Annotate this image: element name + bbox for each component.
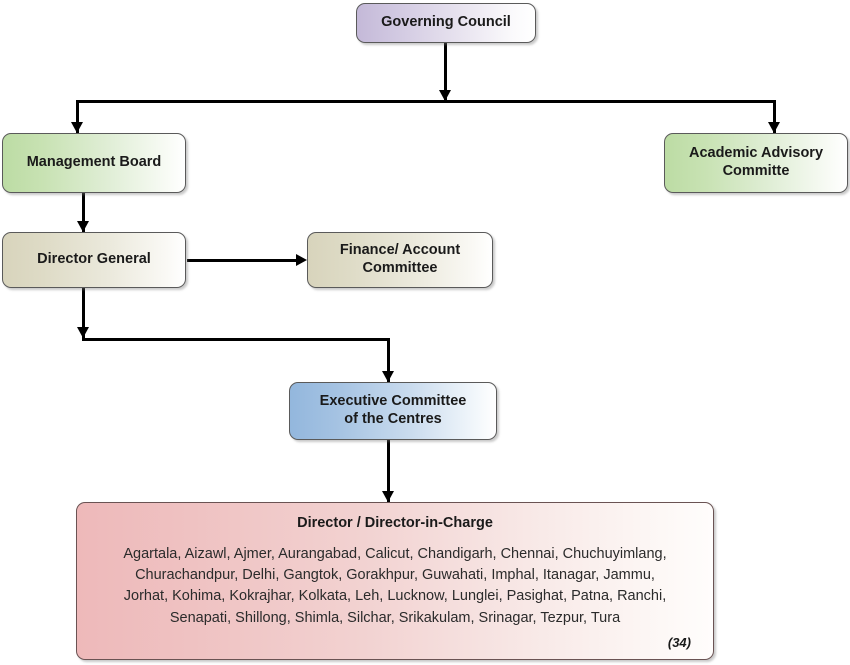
node-director-in-charge-count: (34) <box>667 635 691 651</box>
node-finance-account-committee-label: Finance/ Account Committee <box>339 242 461 276</box>
arrowhead-director-general <box>77 221 89 232</box>
connector-dg-to-finance <box>187 259 300 262</box>
node-director-in-charge-cities: Agartala, Aizawl, Ajmer, Aurangabad, Cal… <box>123 545 667 626</box>
arrowhead-management-board <box>71 122 83 133</box>
connector-elbow-horizontal <box>82 338 390 341</box>
connector-bus-top <box>76 100 776 103</box>
node-governing-council-label: Governing Council <box>381 14 511 31</box>
node-finance-account-committee[interactable]: Finance/ Account Committee <box>307 232 493 288</box>
arrowhead-directors-box <box>382 491 394 502</box>
node-management-board-label: Management Board <box>26 154 162 171</box>
node-executive-committee-of-the-centres[interactable]: Executive Committee of the Centres <box>289 382 497 440</box>
node-governing-council[interactable]: Governing Council <box>356 3 536 43</box>
node-management-board[interactable]: Management Board <box>2 133 186 193</box>
arrowhead-governing-center <box>439 90 451 101</box>
connector-elbow-to-executive <box>387 338 390 382</box>
connector-executive-to-directors <box>387 440 390 502</box>
arrowhead-executive-committee <box>382 371 394 382</box>
node-director-general-label: Director General <box>37 251 151 268</box>
arrowhead-academic-advisory <box>768 122 780 133</box>
connector-management-to-dg <box>82 193 85 232</box>
connector-bus-to-management <box>76 100 79 133</box>
connector-bus-to-academic <box>773 100 776 133</box>
connector-dg-down <box>82 288 85 341</box>
arrowhead-finance-committee <box>296 254 307 266</box>
node-academic-advisory-committee-label: Academic Advisory Committe <box>688 145 824 179</box>
node-executive-committee-label: Executive Committee of the Centres <box>319 393 467 427</box>
node-director-general[interactable]: Director General <box>2 232 186 288</box>
node-director-in-charge[interactable]: Director / Director-in-Charge Agartala, … <box>76 502 714 660</box>
node-academic-advisory-committee[interactable]: Academic Advisory Committe <box>664 133 848 193</box>
node-director-in-charge-title: Director / Director-in-Charge <box>297 515 493 531</box>
arrowhead-dg-elbow <box>77 327 89 338</box>
connector-governing-down <box>444 43 447 101</box>
